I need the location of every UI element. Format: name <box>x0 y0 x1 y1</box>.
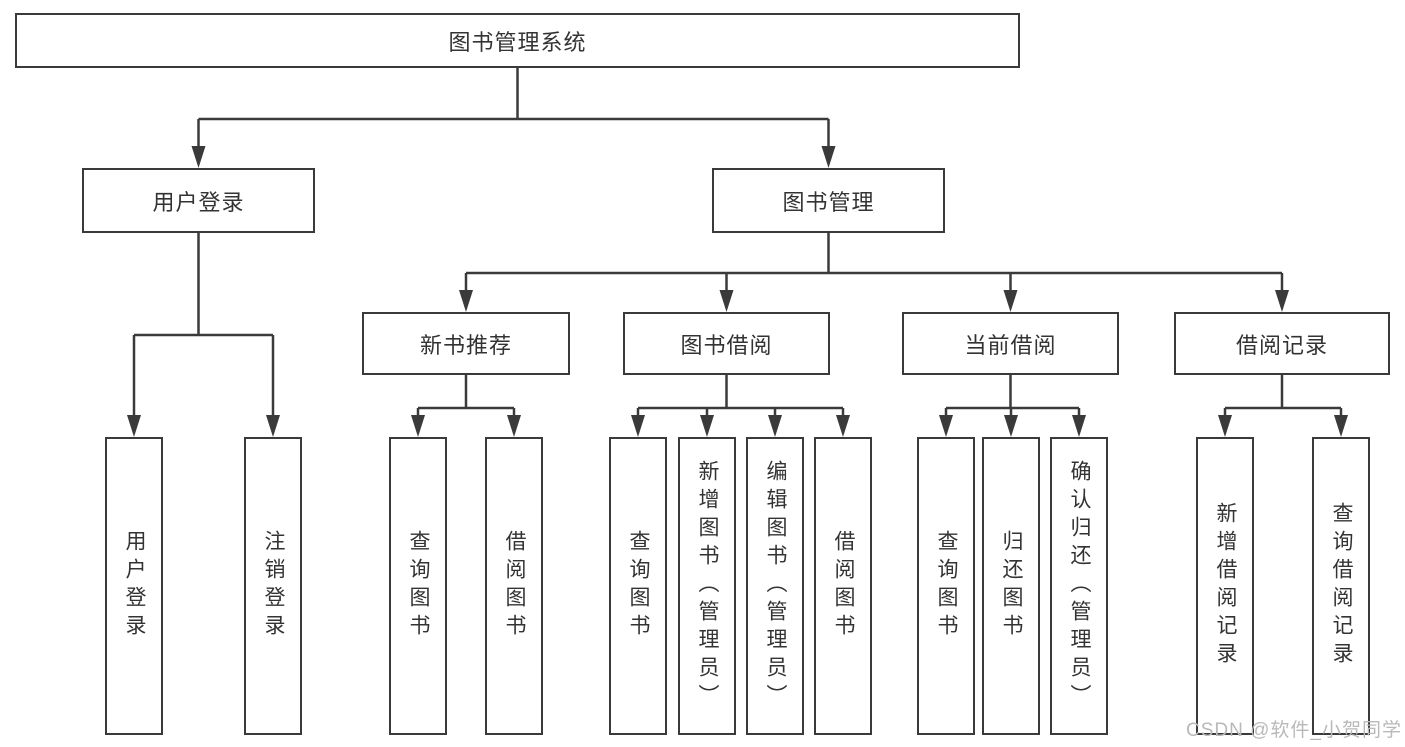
connector-current-borrow-to-leaves <box>939 375 1086 437</box>
leaf-query-books-current: 查询图书 <box>917 437 975 735</box>
connector-book-management-to-level3 <box>459 233 1289 312</box>
node-label: 新增图书（管理员） <box>696 460 719 712</box>
watermark-text: CSDN @软件_小贺同学 <box>1186 720 1402 741</box>
arrowhead <box>1275 290 1289 312</box>
leaf-query-books-borrow: 查询图书 <box>609 437 667 735</box>
leaf-add-books-admin: 新增图书（管理员） <box>678 437 736 735</box>
leaf-return-books: 归还图书 <box>982 437 1040 735</box>
connector-root-to-level2 <box>191 68 836 168</box>
node-label: 确认归还（管理员） <box>1068 460 1091 712</box>
connector-new-book-recommend-to-leaves <box>411 375 521 437</box>
node-label: 图书借阅 <box>680 332 773 358</box>
leaf-borrow-books-recommend: 借阅图书 <box>485 437 543 735</box>
arrowhead <box>700 415 714 437</box>
node-label: 用户登录 <box>123 530 146 642</box>
leaf-query-books-recommend: 查询图书 <box>389 437 447 735</box>
arrowhead <box>411 415 425 437</box>
node-label: 查询图书 <box>627 530 650 642</box>
node-label: 查询图书 <box>407 530 430 642</box>
node-new-book-recommend: 新书推荐 <box>362 312 570 375</box>
arrowhead <box>939 415 953 437</box>
leaf-query-borrow-record: 查询借阅记录 <box>1312 437 1370 735</box>
arrowhead <box>768 415 782 437</box>
connector-borrow-records-to-leaves <box>1218 375 1348 437</box>
leaf-add-borrow-record: 新增借阅记录 <box>1196 437 1254 735</box>
leaf-confirm-return-admin: 确认归还（管理员） <box>1050 437 1108 735</box>
arrowhead <box>719 290 734 312</box>
node-book-borrow: 图书借阅 <box>623 312 830 375</box>
node-label: 注销登录 <box>262 530 285 642</box>
arrowhead <box>1334 415 1348 437</box>
node-book-management: 图书管理 <box>712 168 945 233</box>
leaf-edit-books-admin: 编辑图书（管理员） <box>746 437 804 735</box>
node-label: 查询图书 <box>935 530 958 642</box>
node-user-login: 用户登录 <box>82 168 315 233</box>
node-label: 归还图书 <box>1000 530 1023 642</box>
leaf-user-login: 用户登录 <box>105 437 163 735</box>
leaf-logout: 注销登录 <box>244 437 302 735</box>
arrowhead <box>821 146 836 168</box>
node-label: 用户登录 <box>152 189 245 215</box>
arrowhead <box>507 415 521 437</box>
connector-user-login-to-leaves <box>127 233 280 437</box>
arrowhead <box>1072 415 1086 437</box>
node-label: 新书推荐 <box>419 332 512 358</box>
node-label: 借阅记录 <box>1235 332 1328 358</box>
node-label: 编辑图书（管理员） <box>764 460 787 712</box>
node-label: 图书管理系统 <box>448 29 587 55</box>
arrowhead <box>266 415 280 437</box>
connector-book-borrow-to-leaves <box>631 375 850 437</box>
node-label: 借阅图书 <box>832 530 855 642</box>
arrowhead <box>1218 415 1232 437</box>
arrowhead <box>459 290 473 312</box>
node-label: 图书管理 <box>782 189 875 215</box>
arrowhead <box>631 415 645 437</box>
leaf-borrow-books: 借阅图书 <box>814 437 872 735</box>
arrowhead <box>1003 290 1018 312</box>
arrowhead <box>191 146 206 168</box>
node-label: 新增借阅记录 <box>1214 502 1237 670</box>
node-label: 借阅图书 <box>503 530 526 642</box>
node-current-borrow: 当前借阅 <box>902 312 1119 375</box>
node-library-management-system: 图书管理系统 <box>15 13 1020 68</box>
arrowhead <box>1004 415 1018 437</box>
arrowhead <box>836 415 850 437</box>
node-label: 当前借阅 <box>964 332 1057 358</box>
node-borrow-records: 借阅记录 <box>1174 312 1390 375</box>
arrowhead <box>127 415 141 437</box>
node-label: 查询借阅记录 <box>1330 502 1353 670</box>
